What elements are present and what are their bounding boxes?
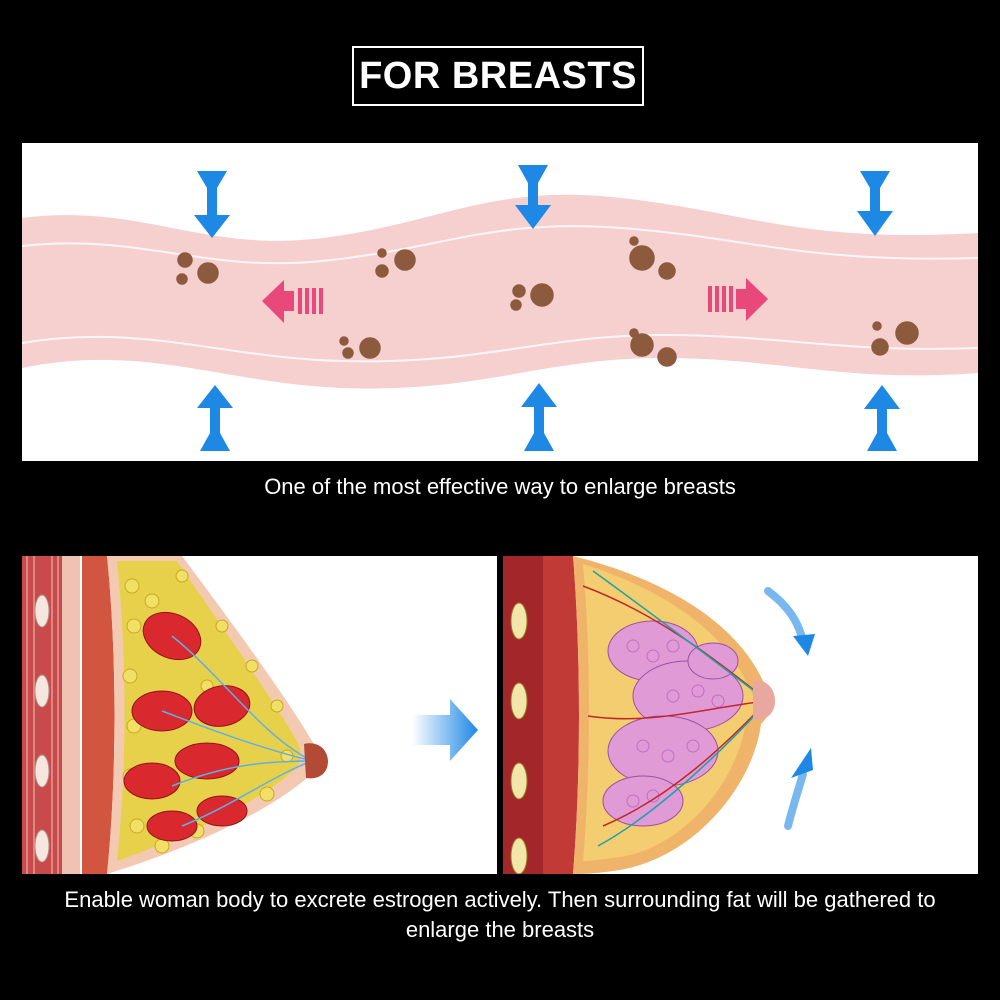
nipple (753, 680, 775, 720)
breast-after-illustration (503, 556, 978, 874)
page-title: FOR BREASTS (359, 54, 637, 97)
nipple (304, 743, 328, 779)
vessel-inner-line-bottom (22, 333, 978, 363)
vessel-inner-line-top (22, 225, 978, 265)
flow-right-arrow-icon (708, 278, 768, 321)
fat-particle-cluster (871, 321, 919, 356)
breast-before-svg (22, 556, 328, 874)
arrow-up-icon (197, 385, 233, 451)
fat-particle-cluster (375, 248, 416, 278)
fat-particle-cluster (176, 252, 219, 285)
arrow-up-icon (521, 383, 557, 451)
arrow-right-icon (412, 699, 478, 761)
flow-left-arrow-icon (262, 280, 323, 323)
particle-clusters (176, 236, 919, 367)
breast-after-svg (503, 556, 815, 874)
pectoral-muscle (543, 556, 579, 874)
caption-bottom: Enable woman body to excrete estrogen ac… (64, 887, 936, 942)
vessel-svg (22, 165, 978, 451)
rib-bones (34, 594, 50, 863)
fat-particle-cluster (629, 328, 677, 367)
arrow-down-icon (194, 171, 230, 238)
vessel-band (22, 194, 978, 389)
mammary-glands (602, 620, 744, 827)
arrow-down-icon (857, 171, 893, 236)
fat-particle-cluster (629, 236, 676, 280)
arrow-up-icon (864, 385, 900, 451)
breast-before-illustration (22, 556, 497, 874)
caption-top: One of the most effective way to enlarge… (264, 474, 736, 499)
fat-particle-cluster (339, 336, 381, 359)
vessel-illustration (22, 143, 978, 461)
rib-bones (510, 602, 528, 874)
arrow-down-icon (515, 165, 551, 229)
title-box: FOR BREASTS (352, 46, 644, 106)
pectoral-muscle (82, 556, 115, 874)
fat-particle-cluster (510, 283, 554, 311)
arrow-up-icon (784, 748, 813, 830)
arrow-down-icon (764, 587, 815, 656)
milk-ducts (161, 635, 313, 827)
